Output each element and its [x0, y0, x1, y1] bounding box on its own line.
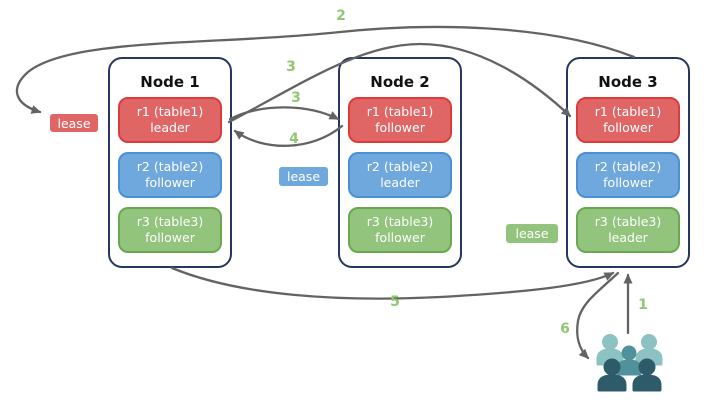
arrow-step-6: [576, 271, 620, 360]
node-2: Node 2 r1 (table1) follower r2 (table2) …: [338, 57, 462, 268]
lease-badge-table2: lease: [277, 165, 330, 188]
replica-role: follower: [603, 175, 653, 190]
node-2-replica-r1: r1 (table1) follower: [348, 97, 452, 143]
replica-role: leader: [380, 175, 420, 190]
step-label-6: 6: [560, 321, 570, 337]
arrow-step-4: [233, 124, 344, 147]
replica-name: r3 (table3): [366, 214, 434, 229]
lease-badge-table1: lease: [48, 112, 100, 134]
replica-role: follower: [603, 120, 653, 135]
node-1: Node 1 r1 (table1) leader r2 (table2) fo…: [108, 57, 232, 268]
node-1-replica-r1: r1 (table1) leader: [118, 97, 222, 143]
node-3-replica-r1: r1 (table1) follower: [576, 97, 680, 143]
node-2-title: Node 2: [370, 73, 430, 91]
replica-role: follower: [375, 120, 425, 135]
users-group-icon: [596, 334, 663, 392]
node-3-replica-r3: r3 (table3) leader: [576, 207, 680, 253]
replica-name: r3 (table3): [594, 214, 662, 229]
arrow-step-3-to-node2: [228, 106, 340, 121]
node-3-title: Node 3: [598, 73, 658, 91]
step-label-4: 4: [289, 131, 299, 147]
node-2-replica-r3: r3 (table3) follower: [348, 207, 452, 253]
step-label-2: 2: [336, 8, 346, 24]
node-1-title: Node 1: [140, 73, 200, 91]
replica-role: follower: [145, 230, 195, 245]
step-label-1: 1: [638, 297, 648, 313]
replica-name: r2 (table2): [366, 159, 434, 174]
lease-badge-table3: lease: [504, 222, 560, 245]
arrow-step-3-to-node3: [227, 42, 572, 124]
replica-role: leader: [608, 230, 648, 245]
node-3-replica-r2: r2 (table2) follower: [576, 152, 680, 198]
step-label-3b: 3: [291, 90, 301, 106]
node-2-replica-r2: r2 (table2) leader: [348, 152, 452, 198]
replica-name: r1 (table1): [136, 104, 204, 119]
replica-name: r2 (table2): [594, 159, 662, 174]
replica-name: r3 (table3): [136, 214, 204, 229]
node-1-replica-r2: r2 (table2) follower: [118, 152, 222, 198]
replica-role: follower: [145, 175, 195, 190]
step-label-3a: 3: [286, 59, 296, 75]
replica-role: follower: [375, 230, 425, 245]
node-3: Node 3 r1 (table1) follower r2 (table2) …: [566, 57, 690, 268]
replica-name: r2 (table2): [136, 159, 204, 174]
replica-role: leader: [150, 120, 190, 135]
replica-name: r1 (table1): [366, 104, 434, 119]
arrow-step-5: [170, 266, 615, 300]
replica-name: r1 (table1): [594, 104, 662, 119]
node-1-replica-r3: r3 (table3) follower: [118, 207, 222, 253]
arrow-step-2: [15, 25, 636, 114]
step-label-5: 5: [390, 294, 400, 310]
